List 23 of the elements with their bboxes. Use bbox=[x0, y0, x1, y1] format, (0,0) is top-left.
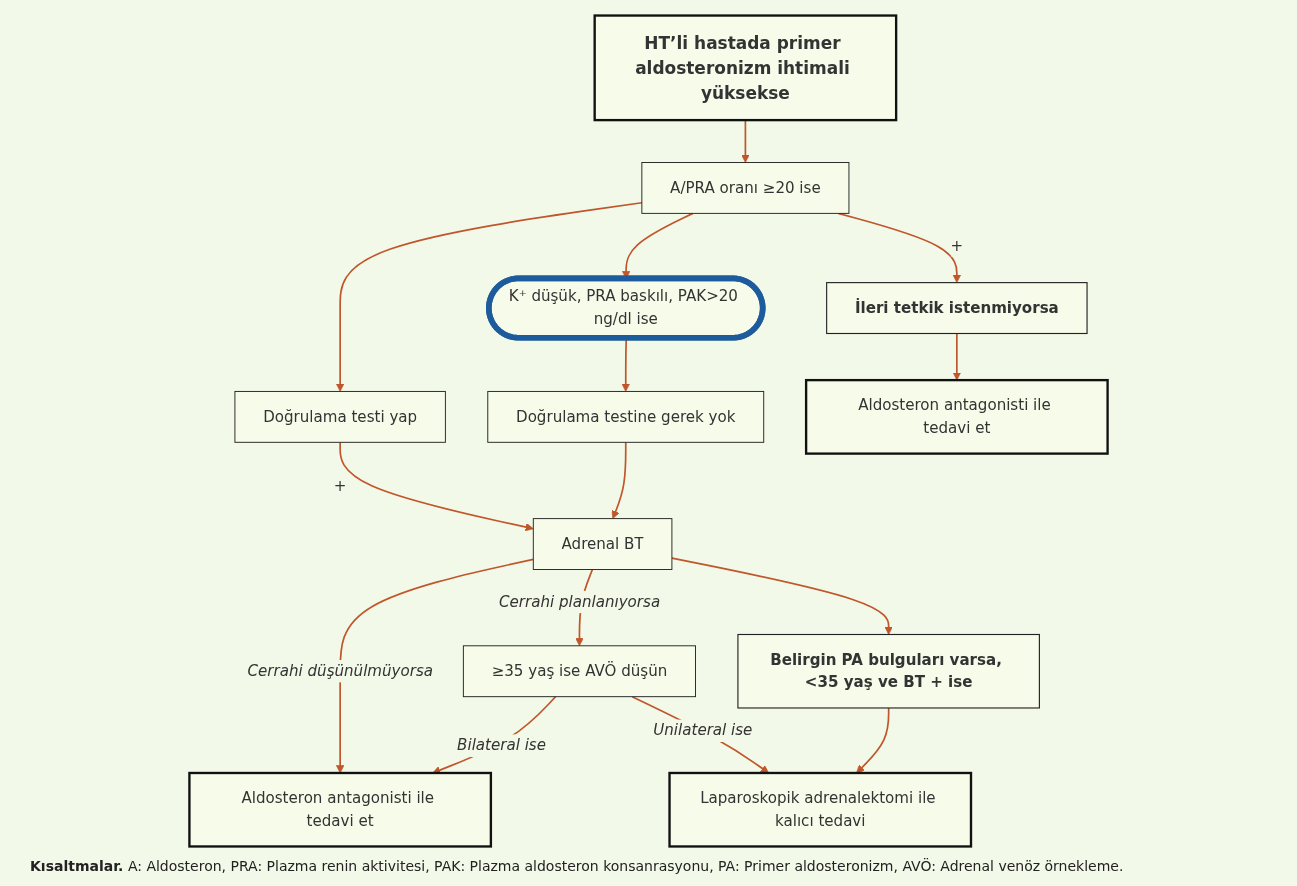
node-box: ≥35 yaş ise AVÖ düşün bbox=[462, 645, 696, 698]
node-box: A/PRA oranı ≥20 ise bbox=[641, 162, 850, 214]
node-box: HT’li hastada primer aldosteronizm ihtimali yüksekse bbox=[593, 14, 898, 122]
arrow bbox=[952, 332, 961, 381]
node-box: Adrenal BT bbox=[532, 518, 673, 570]
node-box: Doğrulama testi yap bbox=[234, 390, 446, 443]
arrow bbox=[339, 441, 534, 532]
footnote: Kısaltmalar. A: Aldosteron, PRA: Plazma renin aktivitesi, PAK: Plazma aldosteron konsanrasyonu, PA: Primer aldosteronizm, AVÖ: Adrenal venöz örnekleme. bbox=[30, 858, 1125, 874]
arrow bbox=[611, 441, 627, 519]
node-box: Laparoskopik adrenalektomi ile kalıcı tedavi bbox=[668, 771, 973, 848]
node-box: Doğrulama testine gerek yok bbox=[487, 390, 765, 443]
node-box: Aldosteron antagonisti ile tedavi et bbox=[804, 378, 1109, 455]
edge-label: Cerrahi düşünülmüyorsa bbox=[247, 661, 434, 680]
arrow bbox=[336, 201, 643, 392]
edge-label: + bbox=[950, 236, 964, 255]
edge-label: Unilateral ise bbox=[653, 721, 753, 740]
edge-label: + bbox=[333, 476, 347, 495]
arrow bbox=[671, 557, 893, 635]
node-box: Aldosteron antagonisti ile tedavi et bbox=[188, 771, 493, 848]
node-box: Belirgin PA bulguları varsa, <35 yaş ve BT + ise bbox=[737, 633, 1040, 709]
edge-label: Cerrahi planlanıyorsa bbox=[499, 592, 661, 611]
node-box: İleri tetkik istenmiyorsa bbox=[826, 282, 1088, 335]
edge-label: Bilateral ise bbox=[457, 736, 546, 755]
